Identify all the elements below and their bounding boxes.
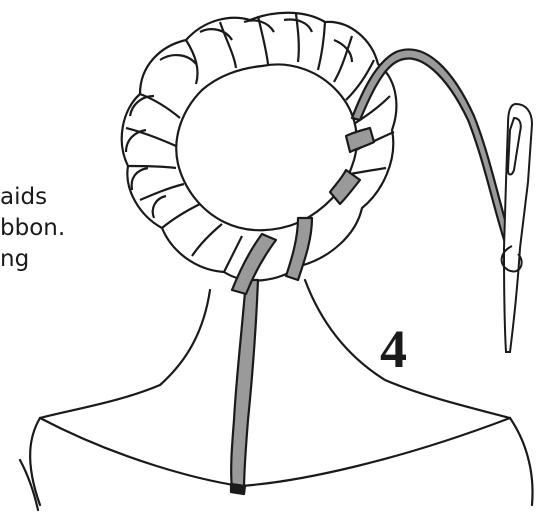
ribbon-hanging-strip <box>231 280 258 490</box>
shoulder-right-line <box>510 418 533 505</box>
ribbon-end-dark <box>231 484 245 494</box>
step-number: 4 <box>380 319 407 379</box>
neck-left-line <box>40 290 210 418</box>
shoulder-left-line <box>30 418 40 505</box>
figure-outline <box>20 280 533 510</box>
collar-line <box>40 418 510 486</box>
shoulder-left-edge <box>20 460 38 510</box>
needle-icon <box>502 104 532 352</box>
neck-right-line <box>305 280 510 418</box>
